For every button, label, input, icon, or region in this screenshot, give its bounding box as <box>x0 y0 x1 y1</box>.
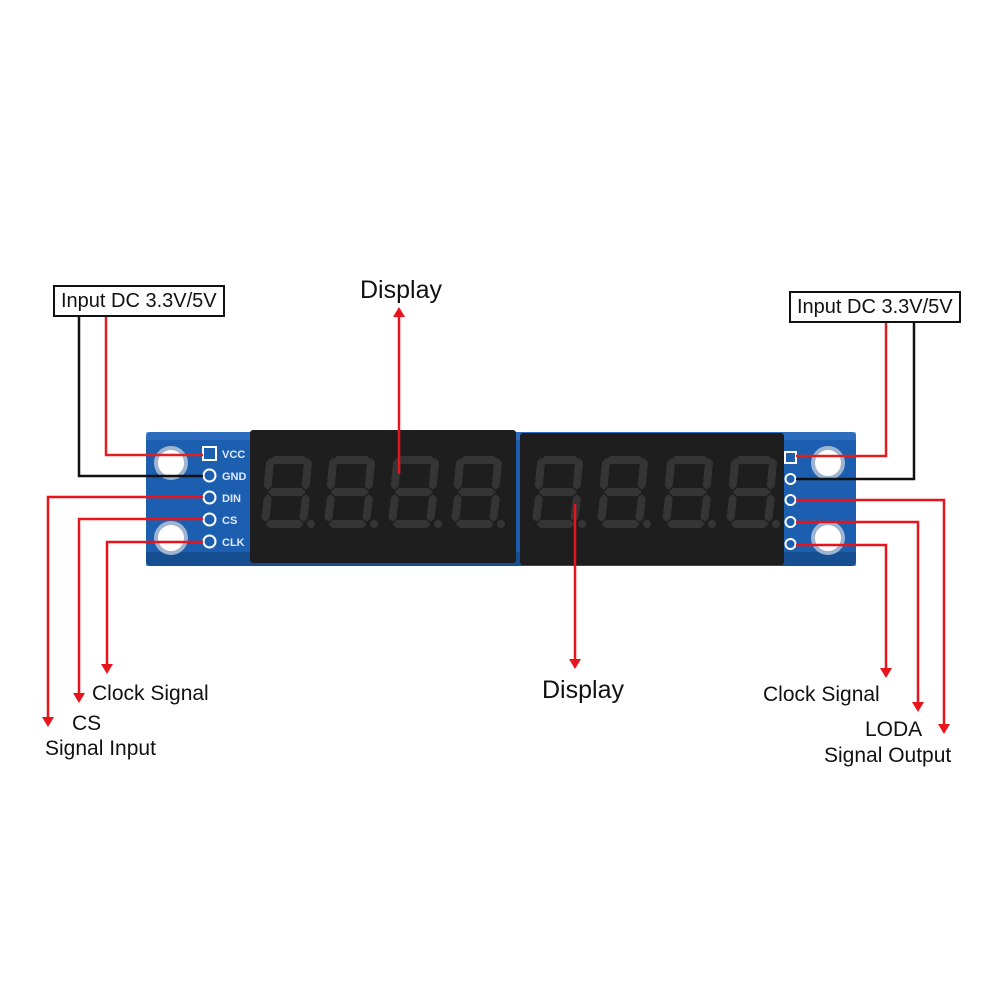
pin-label-vcc: VCC <box>222 449 245 461</box>
display-label-bottom: Display <box>542 676 624 704</box>
display-block-right <box>520 433 784 565</box>
arrow-clock-left <box>101 540 203 674</box>
input-voltage-label-left: Input DC 3.3V/5V <box>53 285 225 317</box>
digit-6 <box>597 456 651 528</box>
arrow-signal-output <box>796 498 950 734</box>
pin-label-cs: CS <box>222 515 237 527</box>
pin-label-clk: CLK <box>222 537 245 549</box>
display-label-top: Display <box>360 276 442 304</box>
clock-signal-label-right: Clock Signal <box>763 683 880 706</box>
cs-label-left: CS <box>72 712 102 735</box>
digit-7 <box>662 456 716 528</box>
arrow-loda <box>796 520 924 712</box>
wire-vcc-left <box>104 316 203 457</box>
digit-3 <box>388 456 442 528</box>
arrow-signal-input <box>42 495 203 727</box>
wire-gnd-right <box>796 322 916 481</box>
digit-4 <box>451 456 505 528</box>
digit-8 <box>726 456 780 528</box>
right-header-pins <box>784 451 797 550</box>
mounting-hole-bottom-left <box>154 521 188 555</box>
mounting-hole-bottom-right <box>811 521 845 555</box>
wire-vcc-right <box>796 322 888 458</box>
arrow-clock-right <box>796 543 892 678</box>
digit-1 <box>261 456 315 528</box>
digit-2 <box>324 456 378 528</box>
pin-label-gnd: GND <box>222 471 247 483</box>
mounting-hole-top-right <box>811 446 845 480</box>
mounting-hole-top-left <box>154 446 188 480</box>
pin-label-din: DIN <box>222 493 241 505</box>
signal-output-label: Signal Output <box>824 744 952 767</box>
seven-segment-digits <box>261 456 780 528</box>
wire-gnd-left <box>77 316 203 478</box>
left-header-pins <box>202 446 217 549</box>
input-voltage-label-right: Input DC 3.3V/5V <box>789 291 961 323</box>
signal-input-label: Signal Input <box>45 737 156 760</box>
connection-lines <box>42 307 950 734</box>
arrow-cs <box>73 517 203 703</box>
loda-label-right: LODA <box>865 718 923 741</box>
clock-signal-label-left: Clock Signal <box>92 682 209 705</box>
left-pin-labels: VCC GND DIN CS CLK <box>222 449 247 549</box>
display-block-left <box>250 430 516 563</box>
